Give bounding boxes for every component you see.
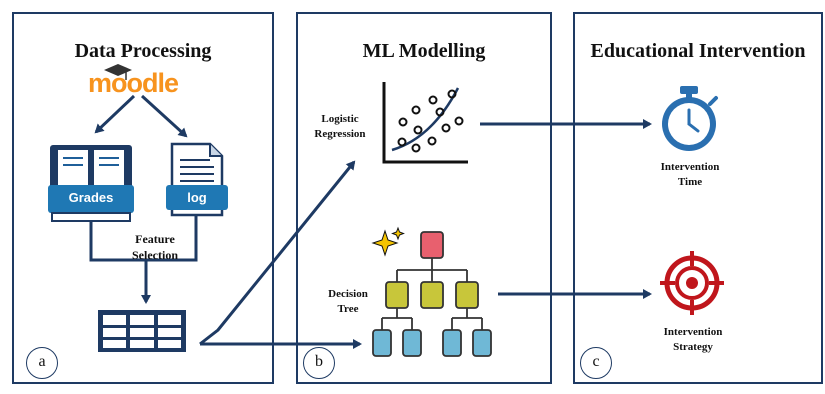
panel-title-educational-intervention: Educational Intervention xyxy=(590,40,806,62)
ml-modelling-panel: ML Modelling xyxy=(296,12,552,384)
table-icon xyxy=(98,310,186,352)
decision-tree-label: Decision Tree xyxy=(328,288,368,315)
panel-title-ml-modelling: ML Modelling xyxy=(362,40,486,62)
grades-book-icon xyxy=(48,145,134,222)
panel-letter-a: a xyxy=(26,347,58,379)
feature-selection-label: Feature Selection xyxy=(132,232,178,262)
log-label: log xyxy=(187,190,207,205)
graduation-cap-icon xyxy=(104,64,132,80)
target-icon xyxy=(660,251,724,315)
decision-tree-icon xyxy=(372,231,492,357)
logistic-regression-label: Logistic Regression xyxy=(314,113,366,140)
educational-intervention-panel: Educational Intervention xyxy=(573,12,823,384)
arrow-table-to-logistic-regression xyxy=(199,160,356,346)
arrow-moodle-to-log xyxy=(140,94,188,138)
panel-title-data-processing: Data Processing xyxy=(74,40,212,62)
moodle-logo-text: moodle xyxy=(88,68,179,98)
intervention-time-label: Intervention Time xyxy=(660,161,720,188)
grades-label: Grades xyxy=(68,190,114,205)
arrow-moodle-to-grades xyxy=(94,94,136,134)
sparkle-icon xyxy=(371,226,405,257)
intervention-strategy-label: Intervention Strategy xyxy=(663,326,723,353)
feature-selection-connector xyxy=(89,214,198,262)
panel-letter-b: b xyxy=(303,347,335,379)
log-document-icon xyxy=(166,142,228,217)
stopwatch-icon xyxy=(662,86,718,151)
scatter-plot-icon xyxy=(382,82,468,164)
panel-letter-c: c xyxy=(580,347,612,379)
moodle-logo: moodle xyxy=(88,68,179,99)
